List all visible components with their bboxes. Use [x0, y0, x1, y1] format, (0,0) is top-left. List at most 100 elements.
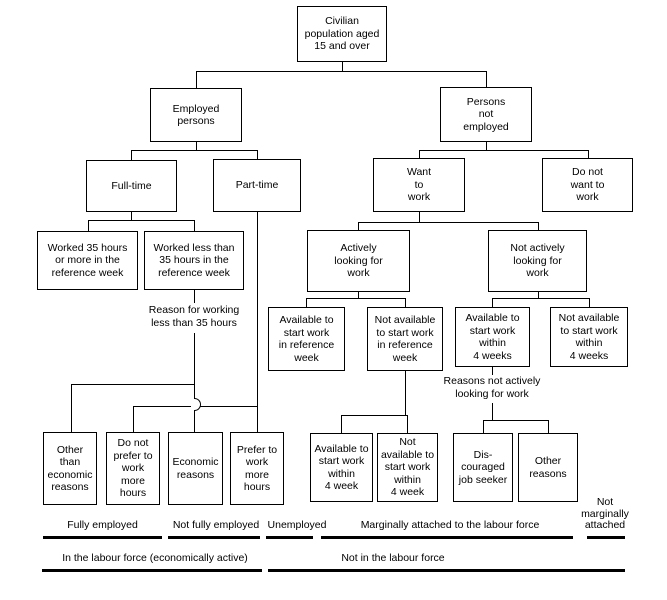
connector-line [492, 298, 590, 299]
group-underline [42, 569, 262, 572]
category-underline [587, 536, 625, 539]
connector-line [194, 333, 195, 399]
node-label: Prefer to work more hours [236, 443, 278, 494]
line-hop [194, 398, 201, 411]
node-label: Worked 35 hours or more in the reference… [47, 241, 128, 279]
group-underline [268, 569, 625, 572]
node-do-not-prefer-more-hours: Do not prefer to work more hours [106, 432, 160, 505]
node-label: Available to start work within 4 week [314, 442, 369, 493]
connector-line [486, 71, 487, 87]
node-do-not-want-to-work: Do not want to work [542, 158, 633, 212]
node-not-available-4-week: Not available to start work within 4 wee… [377, 433, 438, 502]
node-label: Do not want to work [570, 166, 605, 204]
connector-line [405, 371, 406, 415]
connector-line [133, 406, 134, 432]
connector-line [483, 420, 549, 421]
label-unemployed: Unemployed [267, 519, 327, 531]
connector-line [131, 150, 257, 151]
node-label: Other than economic reasons [47, 443, 93, 494]
label-not-fully-employed: Not fully employed [172, 519, 260, 531]
connector-line [306, 298, 307, 307]
connector-line [492, 367, 493, 375]
connector-line [71, 384, 72, 432]
node-available-4-weeks: Available to start work within 4 weeks [455, 307, 530, 367]
node-worked-less-35: Worked less than 35 hours in the referen… [144, 231, 244, 290]
category-underline [168, 536, 260, 539]
connector-line [131, 212, 132, 220]
node-label: Actively looking for work [334, 242, 383, 280]
node-label: Dis- couraged job seeker [458, 448, 508, 486]
node-label: Full-time [111, 179, 152, 192]
connector-line [419, 150, 420, 158]
connector-line [405, 298, 406, 307]
connector-line [257, 150, 258, 159]
connector-line [486, 142, 487, 150]
category-underline [43, 536, 162, 539]
node-persons-not-employed: Persons not employed [440, 87, 532, 142]
connector-line [196, 71, 197, 88]
connector-line [194, 411, 195, 432]
connector-line [341, 415, 408, 416]
node-economic-reasons: Economic reasons [168, 432, 223, 505]
connector-line [133, 406, 191, 407]
node-label: Persons not employed [463, 95, 509, 133]
node-part-time: Part-time [213, 159, 301, 212]
node-other-than-economic: Other than economic reasons [43, 432, 97, 505]
node-label: Available to start work within 4 weeks [465, 312, 520, 362]
label-marginally-attached: Marginally attached to the labour force [360, 519, 540, 531]
connector-line [341, 415, 342, 433]
annotation-reason-working-less: Reason for working less than 35 hours [134, 304, 254, 330]
connector-line [358, 222, 539, 223]
connector-line [358, 292, 359, 298]
node-label: Want to work [406, 166, 432, 204]
connector-line [194, 290, 195, 303]
label-not-in-labour-force: Not in the labour force [341, 552, 445, 564]
node-label: Do not prefer to work more hours [113, 437, 153, 500]
label-in-labour-force: In the labour force (economically active… [62, 552, 248, 564]
node-label: Economic reasons [172, 456, 219, 481]
connector-line [196, 142, 197, 150]
node-label: Part-time [235, 179, 279, 192]
node-full-time: Full-time [86, 160, 177, 212]
node-not-actively-looking: Not actively looking for work [488, 230, 587, 292]
node-label: Not available to start work within 4 wee… [380, 436, 435, 499]
node-label: Available to start work in reference wee… [278, 314, 335, 364]
node-label: Not actively looking for work [510, 242, 565, 280]
node-worked-35-or-more: Worked 35 hours or more in the reference… [37, 231, 138, 290]
connector-line [588, 150, 589, 158]
node-employed-persons: Employed persons [150, 88, 242, 142]
node-civilian-population: Civilian population aged 15 and over [297, 6, 387, 62]
connector-line [407, 415, 408, 433]
label-fully-employed: Fully employed [67, 519, 138, 531]
connector-line [88, 220, 195, 221]
node-actively-looking: Actively looking for work [307, 230, 410, 292]
connector-line [419, 150, 589, 151]
connector-line [257, 212, 258, 432]
connector-line [194, 220, 195, 231]
node-label: Other reasons [529, 455, 567, 480]
node-label: Worked less than 35 hours in the referen… [153, 241, 235, 279]
connector-line [88, 220, 89, 231]
connector-line [419, 212, 420, 222]
category-underline [266, 536, 313, 539]
node-available-4-week: Available to start work within 4 week [310, 433, 373, 502]
annotation-reasons-not-looking: Reasons not actively looking for work [430, 375, 554, 401]
connector-line [492, 403, 493, 420]
node-label: Not available to start work within 4 wee… [558, 312, 620, 362]
node-available-ref-week: Available to start work in reference wee… [268, 307, 345, 371]
connector-line [306, 298, 406, 299]
node-not-available-ref-week: Not available to start work in reference… [367, 307, 443, 371]
node-discouraged-job-seeker: Dis- couraged job seeker [453, 433, 513, 502]
node-not-available-4-weeks: Not available to start work within 4 wee… [550, 307, 628, 367]
connector-line [589, 298, 590, 307]
connector-line [342, 62, 343, 71]
connector-line [538, 222, 539, 230]
connector-line [71, 384, 195, 385]
connector-line [358, 222, 359, 230]
connector-line [196, 71, 487, 72]
node-want-to-work: Want to work [373, 158, 465, 212]
node-other-reasons: Other reasons [518, 433, 578, 502]
connector-line [200, 406, 257, 407]
node-label: Employed persons [172, 102, 220, 128]
